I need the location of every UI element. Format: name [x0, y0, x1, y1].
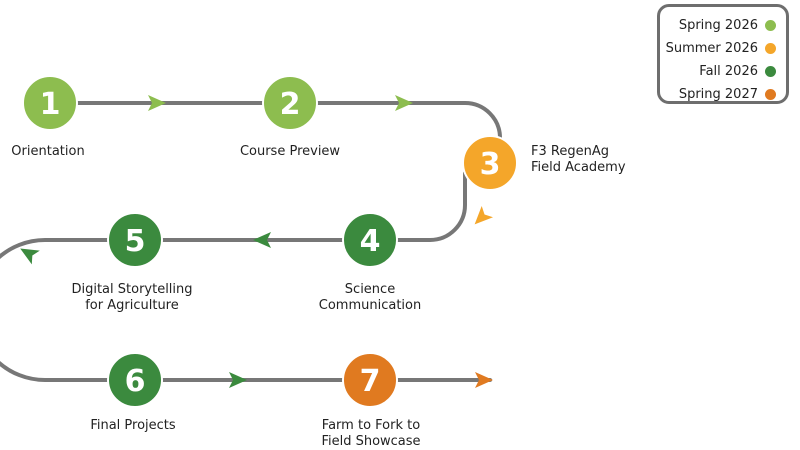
step-label-line: for Agriculture	[85, 298, 179, 313]
step-label-line: Orientation	[11, 144, 85, 159]
step-label-line: Science	[344, 282, 396, 297]
step-number: 7	[360, 364, 381, 399]
arrow-icon	[253, 232, 271, 248]
step-label-line: F3 RegenAg	[531, 144, 609, 159]
step-label-line: Farm to Fork to	[321, 418, 421, 433]
step-node-1: 1	[22, 75, 78, 131]
arrow-icon	[148, 95, 166, 111]
step-node-6: 6	[107, 352, 163, 408]
step-label-line: Digital Storytelling	[71, 282, 193, 297]
step-node-2: 2	[262, 75, 318, 131]
step-node-5: 5	[107, 212, 163, 268]
step-circle	[342, 352, 398, 408]
step-label-line: Field Academy	[531, 160, 626, 175]
legend: Spring 2026 Summer 2026 Fall 2026 Spring…	[657, 4, 789, 104]
legend-dot-icon	[765, 66, 776, 77]
step-label-line: Field Showcase	[321, 434, 421, 449]
legend-item-spring-2026: Spring 2026	[660, 14, 776, 37]
step-number: 2	[280, 87, 301, 122]
step-number: 6	[125, 364, 146, 399]
step-label-line: Final Projects	[90, 418, 176, 433]
arrow-icon	[474, 205, 494, 225]
step-node-4: 4	[342, 212, 398, 268]
step-number: 4	[360, 224, 381, 259]
arrow-icon	[395, 95, 413, 111]
legend-item-fall-2026: Fall 2026	[660, 60, 776, 83]
step-node-3: 3	[462, 135, 518, 191]
step-number: 1	[40, 87, 61, 122]
legend-label: Spring 2027	[678, 87, 758, 102]
step-node-7: 7	[342, 352, 398, 408]
step-circle	[107, 352, 163, 408]
step-label-6: Final Projects	[90, 418, 175, 434]
legend-item-summer-2026: Summer 2026	[660, 37, 776, 60]
step-label-1: Orientation	[11, 144, 84, 160]
step-number: 5	[125, 224, 146, 259]
step-circle	[262, 75, 318, 131]
step-label-line: Course Preview	[239, 144, 341, 159]
step-circle	[462, 135, 518, 191]
step-label-2: Course Preview	[240, 144, 340, 160]
step-circle	[22, 75, 78, 131]
arrow-icon	[475, 372, 493, 388]
step-circle	[107, 212, 163, 268]
legend-label: Summer 2026	[665, 41, 758, 56]
legend-dot-icon	[765, 20, 776, 31]
legend-label: Spring 2026	[678, 18, 758, 33]
legend-dot-icon	[765, 89, 776, 100]
legend-item-spring-2027: Spring 2027	[660, 83, 776, 106]
step-label-line: Communication	[318, 298, 422, 313]
legend-dot-icon	[765, 43, 776, 54]
step-circle	[342, 212, 398, 268]
step-number: 3	[480, 147, 501, 182]
arrow-icon	[229, 372, 247, 388]
arrow-icon	[20, 248, 40, 265]
legend-label: Fall 2026	[699, 64, 758, 79]
